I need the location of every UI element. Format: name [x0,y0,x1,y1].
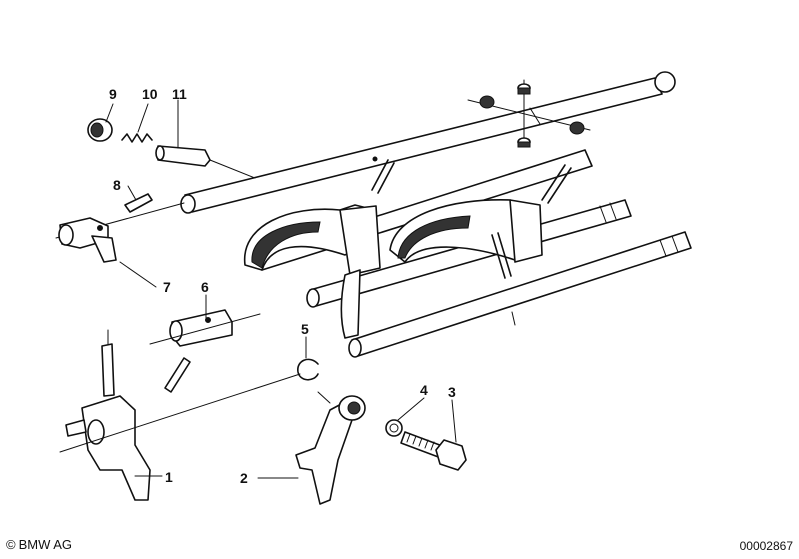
callout-11: 11 [172,86,187,102]
copyright-notice: © BMW AG [6,537,72,552]
shift-fork-left[interactable] [243,159,395,339]
part-2-shift-lever[interactable] [295,391,366,505]
callout-6: 6 [201,279,209,295]
callout-7: 7 [163,279,171,295]
rod-nut-group[interactable] [467,79,591,148]
callout-5: 5 [301,321,309,337]
part-10-spring[interactable] [121,133,153,143]
callout-3: 3 [448,384,456,400]
callout-9: 9 [109,86,117,102]
upper-shift-rod[interactable] [180,71,676,214]
part-1-selector-lever[interactable] [59,329,301,501]
catalog-number: 00002867 [739,539,793,553]
part-4-washer[interactable] [385,419,403,437]
callout-8: 8 [113,177,121,193]
callout-4: 4 [420,382,428,398]
part-7-shift-finger[interactable] [58,217,117,263]
part-5-circlip[interactable] [297,358,319,381]
callout-10: 10 [142,86,158,102]
shift-fork-right[interactable] [389,164,572,279]
part-3-bolt[interactable] [400,431,467,471]
copyright-icon: © [6,537,16,552]
part-6-guide-sleeve[interactable] [149,309,261,347]
lower-shift-rod[interactable] [348,231,692,358]
part-11-detent-pin[interactable] [155,145,211,167]
callout-leaders [105,99,457,479]
callout-1: 1 [165,469,173,485]
callout-2: 2 [240,470,248,486]
part-9-cap[interactable] [87,118,113,142]
spring-pin-lower[interactable] [164,357,191,393]
brand-name: BMW AG [18,537,73,552]
